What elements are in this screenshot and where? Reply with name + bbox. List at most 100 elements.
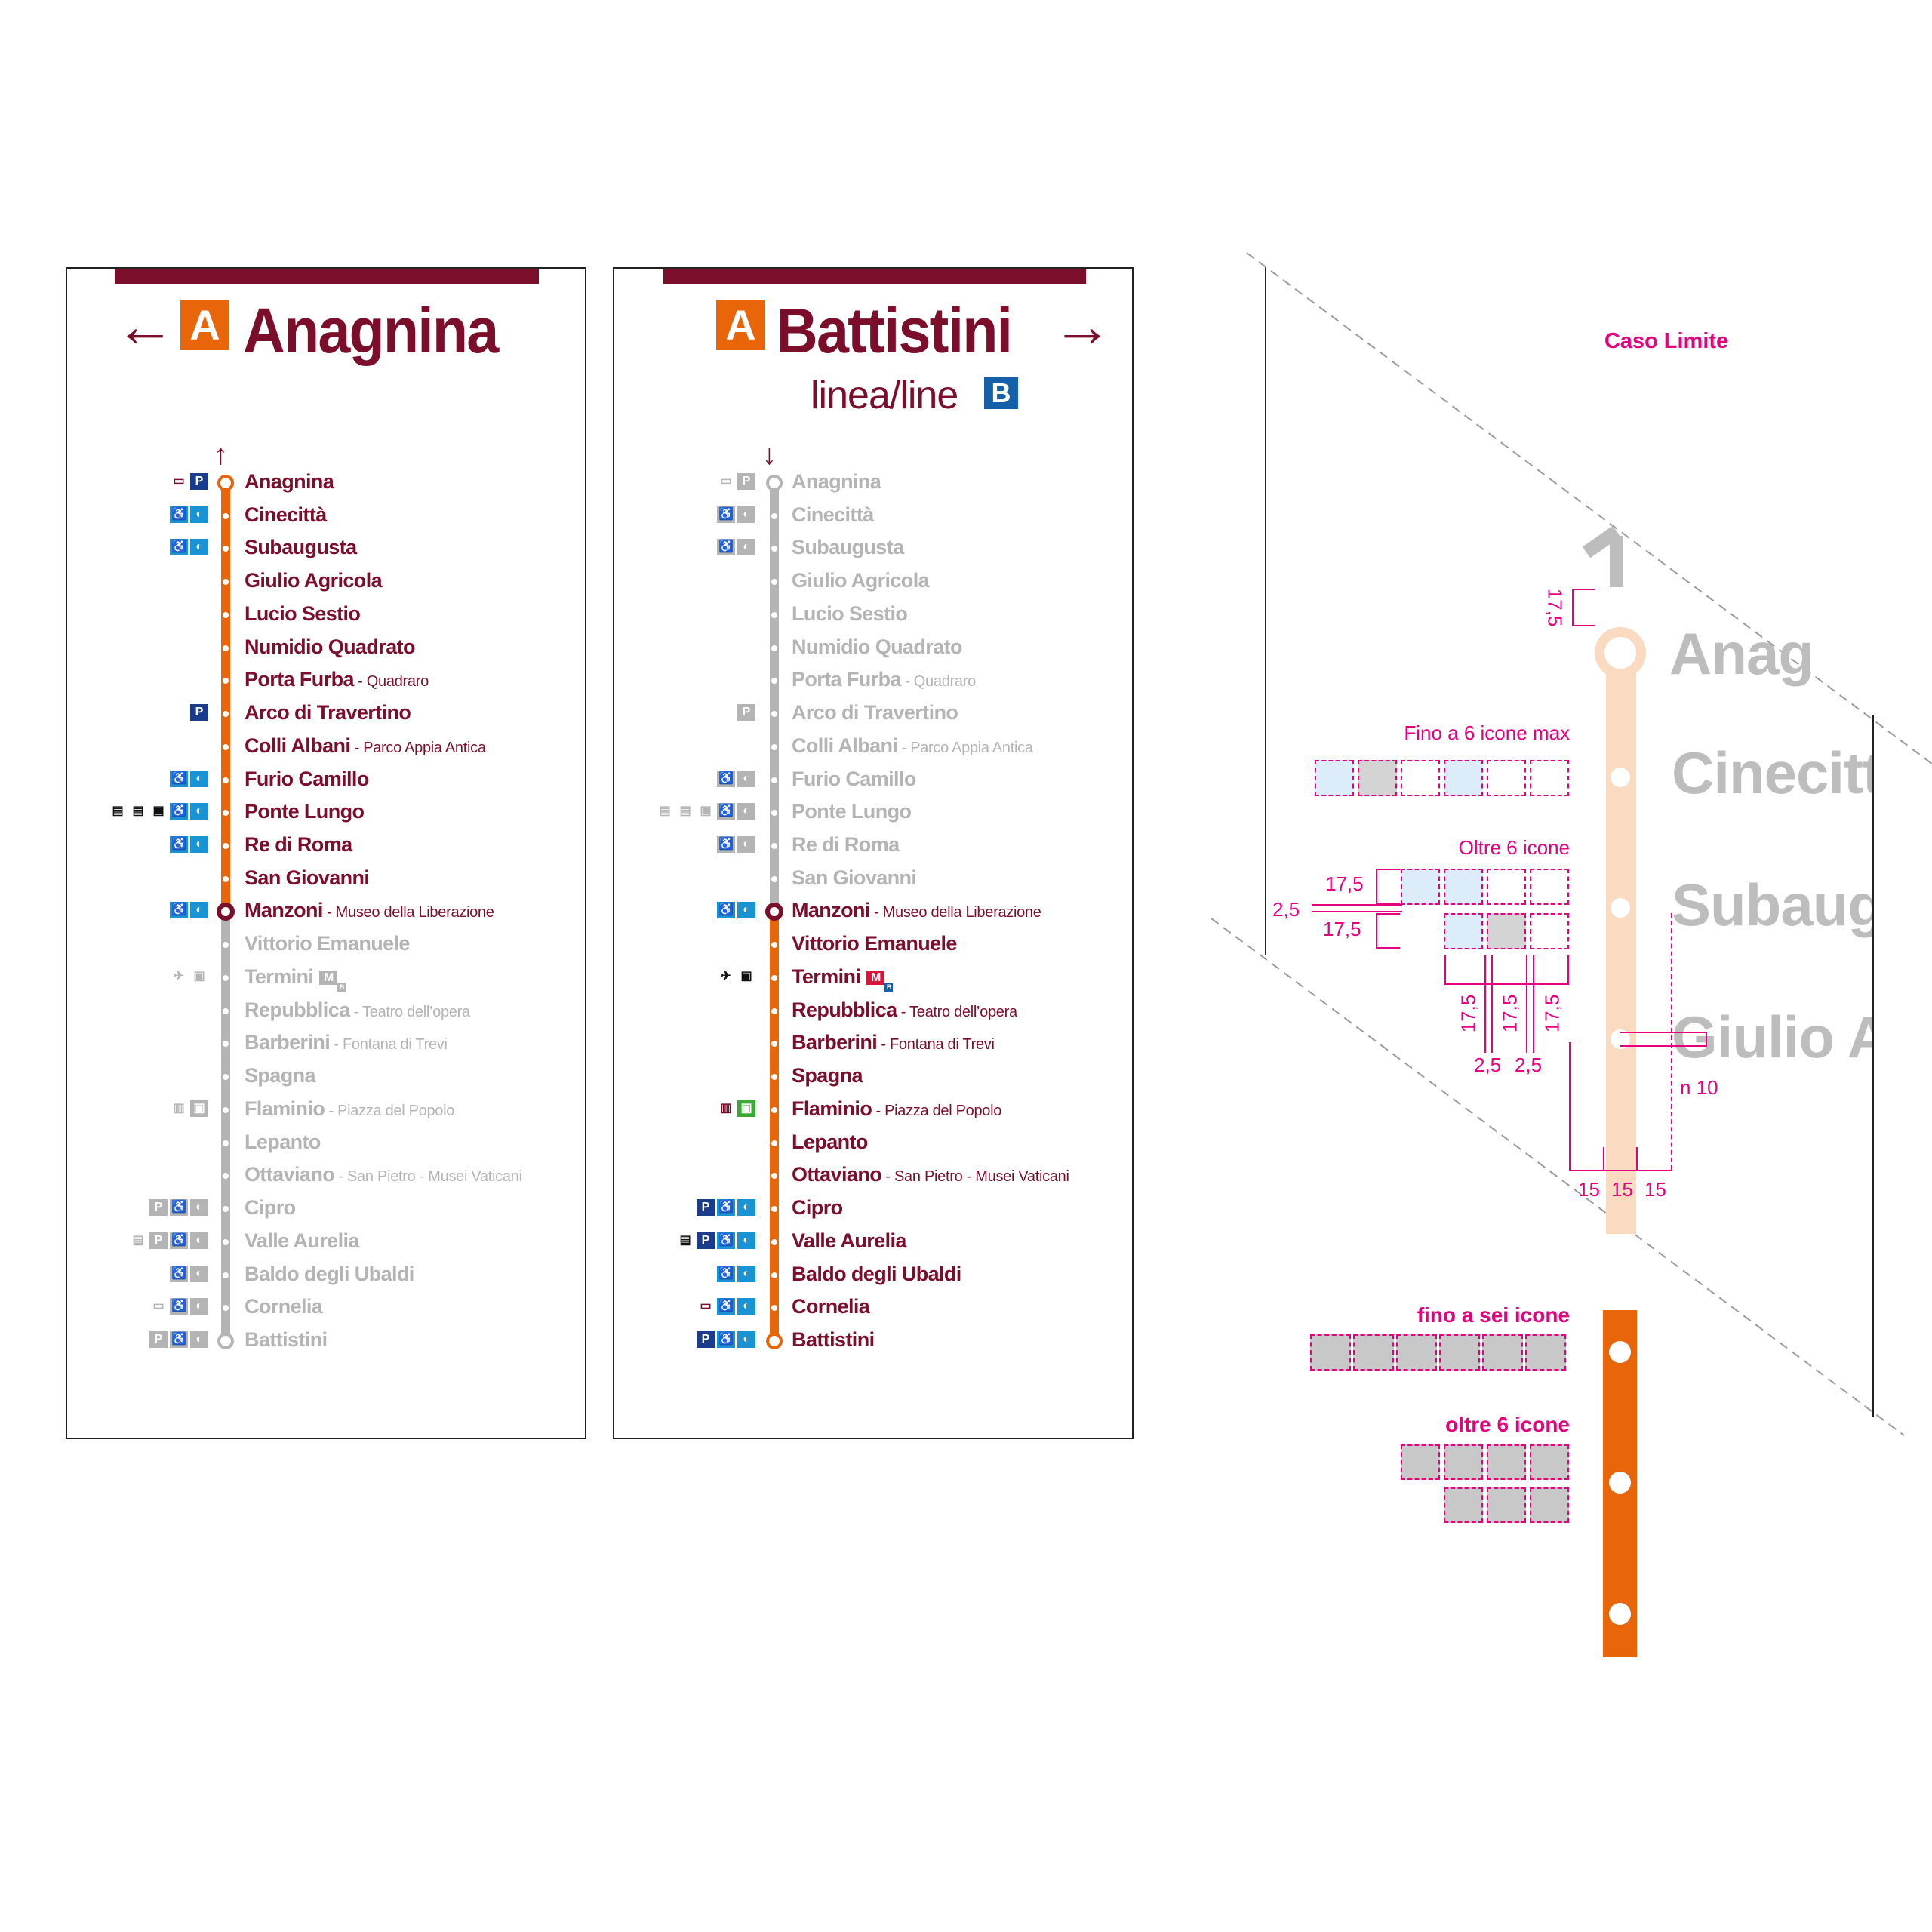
station-name-main: Cinecittà: [245, 503, 327, 526]
tactile-icon: ◐: [737, 1199, 755, 1217]
station-name-main: Subaugusta: [792, 536, 904, 559]
tactile-icon: ◐: [190, 539, 208, 556]
line-segment: [221, 681, 230, 715]
icon-slot: [1444, 760, 1483, 796]
service-icons: ◐♿: [717, 506, 755, 523]
station-name-main: Lucio Sestio: [792, 601, 908, 625]
station-name: Flaminio - Piazza del Popolo: [792, 1094, 1001, 1126]
station-name: Manzoni - Museo della Liberazione: [792, 895, 1041, 928]
station-dot: [771, 777, 777, 783]
icon-slot: [1401, 760, 1440, 796]
fr-train-icon: ▤: [112, 804, 124, 818]
line-segment: [221, 714, 230, 748]
line-segment: [221, 614, 230, 649]
station-row: Repubblica - Teatro dell’opera: [614, 995, 1132, 1025]
icon-slot: [1444, 869, 1483, 905]
dim-row-gap: 2,5: [1272, 898, 1300, 921]
station-name-main: San Giovanni: [245, 866, 370, 889]
station-name-main: Repubblica: [792, 998, 897, 1021]
service-icons: ◐♿: [170, 836, 208, 854]
ghost-dot: [1611, 898, 1630, 918]
station-name-main: Vittorio Emanuele: [245, 932, 410, 955]
service-icons: ◐♿: [170, 770, 208, 787]
interchange-marker: [765, 903, 783, 921]
tactile-icon: ◐: [190, 1298, 208, 1315]
dim-arrow-gap: 17,5: [1543, 588, 1567, 627]
station-row: Porta Furba - Quadraro: [614, 664, 1132, 694]
station-name-main: Ottaviano: [792, 1163, 882, 1186]
station-dot: [771, 974, 777, 981]
bus-icon: ▭: [152, 1300, 165, 1313]
station-name: San Giovanni: [245, 863, 370, 893]
metro-badge-icon: M: [866, 971, 885, 986]
station-name-main: Re di Roma: [792, 833, 900, 857]
service-icons: ◐♿: [170, 506, 208, 523]
station-row: Cornelia◐♿▭: [67, 1291, 585, 1321]
station-row: Valle Aurelia◐♿P▤: [67, 1226, 585, 1256]
station-name-main: Ponte Lungo: [245, 800, 365, 823]
station-name: Valle Aurelia: [245, 1226, 359, 1256]
station-row: Subaugusta◐♿: [614, 532, 1132, 562]
station-name: Arco di Travertino: [245, 697, 411, 728]
station-dot: [771, 942, 777, 949]
station-name: Lucio Sestio: [792, 598, 908, 629]
wheelchair-icon: ♿: [717, 1232, 735, 1249]
tactile-icon: ◐: [737, 836, 755, 854]
icon-slot: [1530, 913, 1569, 949]
service-icons: ◐♿P: [697, 1199, 755, 1217]
bus-icon: ▭: [700, 1300, 712, 1313]
station-name: Anagnina: [245, 466, 334, 497]
icon-slot: [1444, 913, 1483, 949]
icon-slot: [1396, 1334, 1437, 1371]
station-name-main: Baldo degli Ubaldi: [792, 1262, 961, 1285]
station-name-main: Flaminio: [792, 1097, 872, 1120]
icon-slot: [1487, 869, 1526, 905]
line-segment: [221, 1044, 230, 1078]
station-dot: [223, 711, 229, 718]
station-dot: [771, 1305, 777, 1312]
station-subtitle: - Teatro dell’opera: [349, 1003, 470, 1020]
icon-slot: [1401, 869, 1440, 905]
station-name: Cornelia: [792, 1291, 870, 1321]
station-name-main: Porta Furba: [245, 668, 355, 691]
parking-icon: P: [697, 1199, 715, 1217]
station-name: Repubblica - Teatro dell’opera: [792, 995, 1017, 1027]
station-name-main: Termini: [792, 964, 861, 988]
dim-col-gap1: 2,5: [1474, 1054, 1502, 1076]
station-subtitle-text: Museo della Liberazione: [335, 904, 494, 921]
tactile-icon: ◐: [737, 539, 755, 556]
example-dot: [1609, 1341, 1631, 1363]
line-segment: [770, 1209, 779, 1243]
station-dot: [771, 843, 777, 850]
over6-bottom-label: oltre 6 icone: [1445, 1413, 1570, 1436]
station-row: Numidio Quadrato: [67, 632, 585, 662]
station-name-main: Lucio Sestio: [245, 601, 361, 625]
station-dot: [771, 1206, 777, 1213]
train-icon: ▣: [740, 969, 752, 983]
train-icon: ▣: [152, 804, 165, 818]
station-name: Cinecittà: [245, 500, 327, 530]
ghost-station: Subaugu: [1672, 875, 1872, 938]
station-dot: [771, 645, 777, 651]
station-name-main: Valle Aurelia: [245, 1229, 359, 1252]
station-row: Numidio Quadrato: [614, 632, 1132, 662]
wheelchair-icon: ♿: [170, 1199, 188, 1217]
example-dot: [1609, 1603, 1631, 1625]
station-subtitle: - Fontana di Trevi: [877, 1036, 995, 1054]
tactile-icon: ◐: [190, 1331, 208, 1348]
station-subtitle-text: Parco Appia Antica: [910, 739, 1033, 756]
station-name-main: Cinecittà: [792, 503, 874, 526]
station-name-main: Flaminio: [245, 1097, 325, 1120]
line-segment: [221, 1011, 230, 1045]
parking-icon: P: [190, 704, 208, 721]
station-name-main: Cornelia: [245, 1295, 323, 1318]
station-row: Battistini◐♿P: [614, 1324, 1132, 1355]
line-segment: [770, 846, 779, 880]
fr-train-icon: ▤: [659, 804, 671, 818]
station-name-main: Repubblica: [245, 998, 350, 1021]
wheelchair-icon: ♿: [717, 902, 735, 919]
metro-badge-icon: M: [319, 971, 338, 986]
station-name: Vittorio Emanuele: [245, 928, 410, 958]
station-subtitle: - Quadraro: [900, 673, 976, 691]
